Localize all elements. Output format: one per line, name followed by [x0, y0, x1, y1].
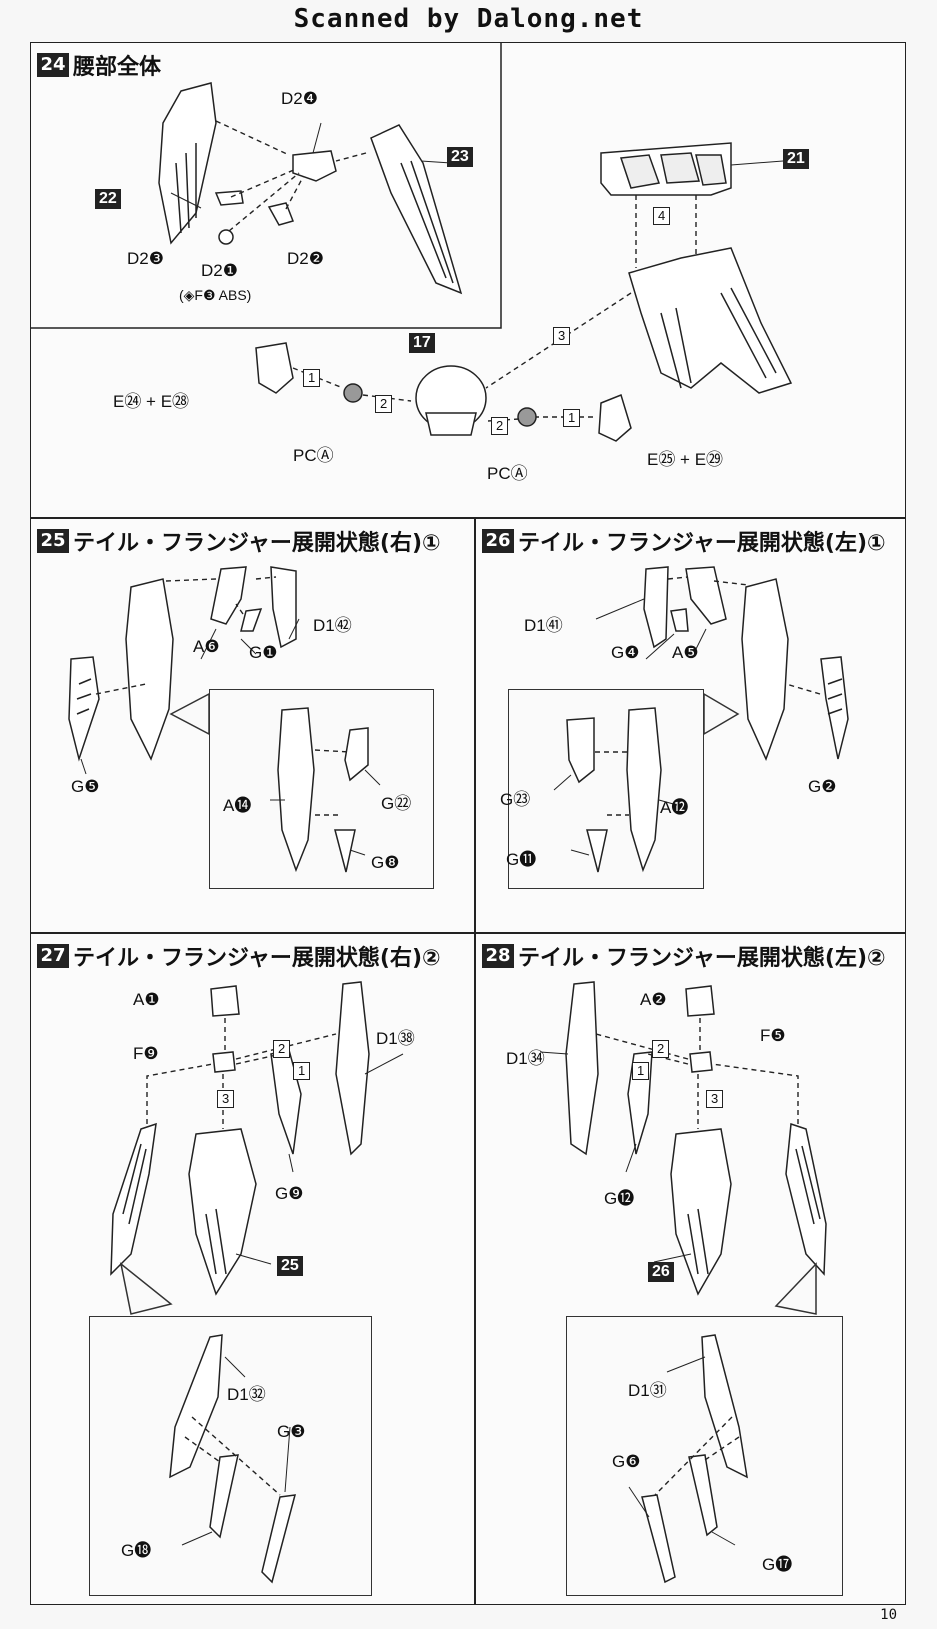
label-a5: A❺ — [672, 643, 699, 662]
order-2: 2 — [273, 1040, 291, 1058]
part-box-17: 17 — [409, 333, 435, 353]
label-g22: G㉒ — [381, 794, 412, 813]
order-2b: 2 — [491, 417, 509, 435]
step-number: 24 — [37, 53, 69, 77]
part-box-21: 21 — [783, 149, 809, 169]
label-g18: G⓲ — [121, 1541, 152, 1560]
label-g1: G❶ — [249, 643, 278, 662]
label-g4: G❹ — [611, 643, 640, 662]
step-26-panel: 26 テイル・フランジャー展開状態(左)① — [475, 518, 906, 933]
step-number: 28 — [482, 944, 514, 968]
order-3: 3 — [706, 1090, 724, 1108]
page-number: 10 — [880, 1607, 897, 1623]
label-a6: A❻ — [193, 637, 220, 656]
label-g3: G❸ — [277, 1422, 306, 1441]
label-g11: G⓫ — [506, 850, 537, 869]
label-g23: G㉓ — [500, 790, 531, 809]
order-1: 1 — [632, 1062, 650, 1080]
label-e25-e29: E㉕ + E㉙ — [647, 450, 724, 469]
label-a2: A❷ — [640, 990, 667, 1009]
label-d2-3: D2❸ — [127, 249, 164, 268]
order-1: 1 — [293, 1062, 311, 1080]
label-pca-right: PCⒶ — [487, 464, 528, 483]
label-a14: A⓮ — [223, 796, 252, 815]
label-g6: G❻ — [612, 1452, 641, 1471]
step-number: 27 — [37, 944, 69, 968]
label-d1-31: D1㉛ — [628, 1381, 667, 1400]
label-g9: G❾ — [275, 1184, 304, 1203]
step-25-inset — [209, 689, 434, 889]
step-28-inset — [566, 1316, 843, 1596]
step-26-title: 26 テイル・フランジャー展開状態(左)① — [482, 525, 886, 557]
step-27-inset — [89, 1316, 372, 1596]
part-box-25: 25 — [277, 1256, 303, 1276]
order-1a: 1 — [303, 369, 321, 387]
label-g2: G❷ — [808, 777, 837, 796]
step-25-panel: 25 テイル・フランジャー展開状態(右)① — [30, 518, 475, 933]
step-title-text: テイル・フランジャー展開状態(左)① — [518, 531, 886, 556]
label-d1-42: D1㊷ — [313, 616, 352, 635]
inset-illustration — [169, 1334, 297, 1584]
step-24-title: 24 腰部全体 — [37, 49, 161, 81]
step-25-illustration — [68, 566, 300, 775]
step-number: 26 — [482, 529, 514, 553]
step-28-illustration — [539, 981, 827, 1315]
label-d1-34: D1㉞ — [506, 1049, 545, 1068]
label-g5: G❺ — [71, 777, 100, 796]
part-box-22: 22 — [95, 189, 121, 209]
inset-illustration — [628, 1334, 748, 1584]
step-27-title: 27 テイル・フランジャー展開状態(右)② — [37, 940, 441, 972]
label-d2-1: D2❶ — [201, 261, 238, 280]
order-3: 3 — [553, 327, 571, 345]
label-a12: A⓬ — [660, 798, 689, 817]
step-28-title: 28 テイル・フランジャー展開状態(左)② — [482, 940, 886, 972]
page-header: Scanned by Dalong.net — [293, 4, 644, 34]
inset-illustration — [553, 707, 678, 873]
inset-illustration — [270, 707, 381, 873]
label-d2-2: D2❷ — [287, 249, 324, 268]
label-f3-abs: (◈F❸ ABS) — [179, 287, 252, 303]
label-d2-4: D2❹ — [281, 89, 318, 108]
label-a1: A❶ — [133, 990, 160, 1009]
order-2a: 2 — [375, 395, 393, 413]
label-f9: F❾ — [133, 1044, 159, 1063]
order-2: 2 — [652, 1040, 670, 1058]
step-26-illustration — [595, 566, 849, 761]
step-24-illustration — [31, 43, 793, 442]
step-title-text: テイル・フランジャー展開状態(左)② — [518, 946, 886, 971]
order-3: 3 — [217, 1090, 235, 1108]
label-g8: G❽ — [371, 853, 400, 872]
label-g17: G⓱ — [762, 1555, 793, 1574]
label-pca-left: PCⒶ — [293, 446, 334, 465]
step-title-text: テイル・フランジャー展開状態(右)① — [73, 531, 441, 556]
step-26-inset — [508, 689, 704, 889]
part-box-26: 26 — [648, 1262, 674, 1282]
part-box-23: 23 — [447, 147, 473, 167]
label-e24-e28: E㉔ + E㉘ — [113, 392, 190, 411]
label-d1-41: D1㊶ — [524, 616, 563, 635]
step-28-panel: 28 テイル・フランジャー展開状態(左)② — [475, 933, 906, 1605]
step-title-text: テイル・フランジャー展開状態(右)② — [73, 946, 441, 971]
step-title-text: 腰部全体 — [73, 55, 162, 80]
label-f5: F❺ — [760, 1026, 786, 1045]
label-d1-32: D1㉜ — [227, 1385, 266, 1404]
step-number: 25 — [37, 529, 69, 553]
label-g12: G⓬ — [604, 1189, 635, 1208]
label-d1-38: D1㊳ — [376, 1029, 415, 1048]
step-25-title: 25 テイル・フランジャー展開状態(右)① — [37, 525, 441, 557]
step-24-panel: 24 腰部全体 — [30, 42, 906, 518]
order-4: 4 — [653, 207, 671, 225]
order-1b: 1 — [563, 409, 581, 427]
step-27-panel: 27 テイル・フランジャー展開状態(右)② — [30, 933, 475, 1605]
